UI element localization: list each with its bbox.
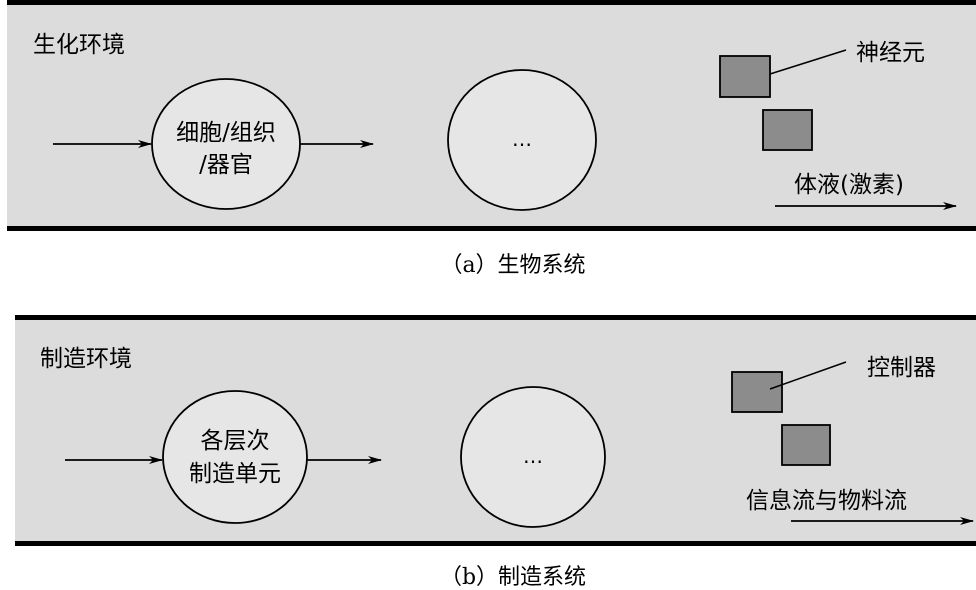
caption: （a）生物系统 <box>440 253 585 278</box>
leader-line <box>769 49 847 75</box>
node-manufacturing-units <box>162 390 308 524</box>
node1-line2: /器官 <box>199 152 253 178</box>
caption: （b）制造系统 <box>440 565 586 590</box>
node1-line1: 细胞/组织 <box>176 120 276 146</box>
flow-label: 体液(激素) <box>794 172 904 198</box>
controller-box-1 <box>731 371 783 413</box>
neuron-box-1 <box>719 55 771 98</box>
node2-label: … <box>523 444 543 468</box>
flow-label: 信息流与物料流 <box>746 488 907 514</box>
leader-line <box>769 361 847 390</box>
neuron-box-2 <box>762 109 813 151</box>
controller-label: 控制器 <box>867 355 936 381</box>
node1-line1: 各层次 <box>201 428 270 454</box>
node2-label: … <box>512 127 532 151</box>
bottom-border <box>15 541 976 546</box>
environment-label: 生化环境 <box>33 32 125 58</box>
controller-box-2 <box>781 424 831 466</box>
panel-biological-system: 生化环境 细胞/组织 /器官 … 神经元 体液(激素) （a）生物系统 <box>7 0 976 278</box>
node1-line2: 制造单元 <box>189 461 281 487</box>
environment-label: 制造环境 <box>40 346 132 372</box>
controller-label: 神经元 <box>856 40 925 66</box>
top-border <box>7 0 976 5</box>
node-ellipsis <box>447 69 597 211</box>
top-border <box>15 315 976 320</box>
panel-manufacturing-system: 制造环境 各层次 制造单元 … 控制器 信息流与物料流 （b）制造系统 <box>15 315 976 590</box>
node-ellipsis <box>460 386 606 528</box>
bottom-border <box>7 226 976 231</box>
